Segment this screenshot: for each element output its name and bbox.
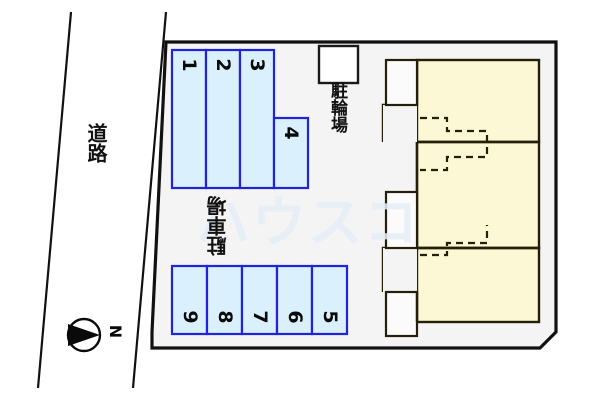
entry-path-upper [420, 116, 489, 172]
stall-number-3: 3 [246, 58, 268, 72]
building-notch-upper [383, 105, 417, 142]
compass-north-label: N [106, 324, 126, 339]
road-edge-right [131, 11, 168, 389]
stall-number-8: 8 [214, 310, 236, 324]
road-label: 道路 [84, 123, 108, 163]
compass-rose [66, 317, 102, 353]
stall-number-6: 6 [284, 310, 306, 324]
stall-number-4: 4 [280, 126, 302, 140]
stall-number-9: 9 [179, 310, 201, 324]
stall-number-5: 5 [319, 310, 341, 324]
parking-stall-5[interactable] [310, 264, 349, 336]
parking-stall-7[interactable] [240, 264, 279, 336]
parking-stall-9[interactable] [170, 264, 209, 336]
bicycle-parking-label: 駐輪場 [327, 82, 347, 133]
road-lines [36, 11, 168, 389]
upper-parking-row [170, 48, 310, 190]
entry-path-lower [420, 225, 489, 257]
car-parking-label: 駐車場 [206, 196, 230, 256]
building-unit-1 [415, 58, 541, 144]
balcony-3 [384, 290, 419, 338]
road-edge-left [36, 11, 73, 389]
bicycle-parking-box [317, 44, 360, 85]
stall-number-2: 2 [212, 58, 234, 72]
building-notch-lower [383, 248, 417, 292]
building-unit-3 [415, 246, 541, 324]
stall-number-7: 7 [249, 310, 271, 324]
stall-number-1: 1 [178, 58, 200, 72]
apartment-building [381, 58, 541, 338]
parking-stall-4[interactable] [272, 116, 310, 190]
balcony-1 [384, 58, 419, 107]
lower-parking-row [170, 264, 349, 336]
compass-needle-icon [68, 324, 100, 346]
building-unit-2 [415, 140, 541, 250]
balcony-2 [384, 190, 419, 250]
parking-stall-8[interactable] [205, 264, 244, 336]
